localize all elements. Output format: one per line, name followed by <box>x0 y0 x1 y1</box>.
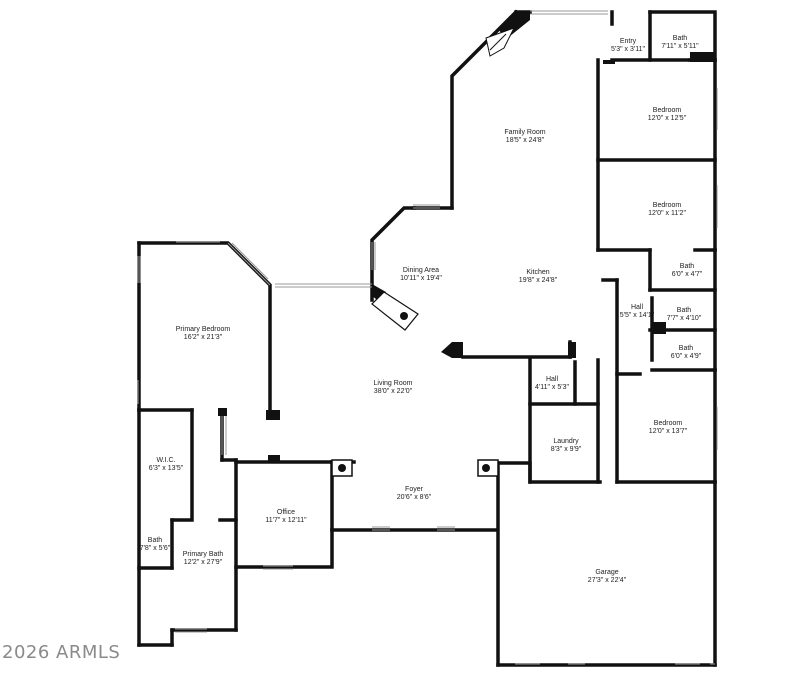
room-hall-2-name: Hall <box>631 304 644 311</box>
room-primary-bedroom-name: Primary Bedroom <box>176 326 231 333</box>
room-primary-bedroom-dims: 16'2" x 21'3" <box>184 334 223 341</box>
room-bedroom-1-name: Bedroom <box>653 107 682 114</box>
room-bath-2: Bath 6'0" x 4'7" <box>672 263 703 278</box>
room-living-room-name: Living Room <box>374 380 413 387</box>
room-dining-area-name: Dining Area <box>403 267 439 274</box>
fixtures <box>218 12 715 477</box>
room-primary-bedroom: Primary Bedroom 16'2" x 21'3" <box>176 326 231 341</box>
room-bath-3-dims: 7'7" x 4'10" <box>667 315 702 322</box>
room-wic: W.I.C. 6'3" x 13'5" <box>149 457 184 472</box>
room-primary-bath: Primary Bath 12'2" x 27'9" <box>183 551 224 566</box>
room-bedroom-3-name: Bedroom <box>654 420 683 427</box>
copyright-watermark: 2026 ARMLS <box>2 642 121 663</box>
room-foyer-dims: 20'6" x 8'6" <box>397 494 432 501</box>
room-primary-bath-toilet-dims: 7'8" x 5'6" <box>140 545 171 552</box>
room-hall-1-dims: 4'11" x 5'3" <box>535 384 569 391</box>
room-primary-bath-name: Primary Bath <box>183 551 224 558</box>
room-bedroom-1-dims: 12'0" x 12'5" <box>648 115 687 122</box>
room-hall-1: Hall 4'11" x 5'3" <box>535 376 569 391</box>
room-primary-bath-dims: 12'2" x 27'9" <box>184 559 223 566</box>
room-laundry-dims: 8'3" x 9'9" <box>551 446 582 453</box>
room-family-room-dims: 18'5" x 24'8" <box>506 137 545 144</box>
room-bath-3-name: Bath <box>677 307 692 314</box>
room-entry-dims: 5'3" x 3'11" <box>611 46 645 53</box>
walls <box>137 9 717 667</box>
room-bath-4-dims: 6'0" x 4'9" <box>671 353 702 360</box>
room-foyer-name: Foyer <box>405 486 424 493</box>
room-living-room-dims: 38'0" x 22'0" <box>374 388 413 395</box>
room-dining-area-dims: 10'11" x 19'4" <box>400 275 442 282</box>
room-foyer: Foyer 20'6" x 8'6" <box>397 486 432 501</box>
room-laundry: Laundry 8'3" x 9'9" <box>551 438 582 453</box>
room-bedroom-3-dims: 12'0" x 13'7" <box>649 428 688 435</box>
room-office-dims: 11'7" x 12'11" <box>265 517 307 524</box>
room-kitchen: Kitchen 19'8" x 24'8" <box>519 269 558 284</box>
room-family-room: Family Room 18'5" x 24'8" <box>504 129 545 144</box>
room-kitchen-name: Kitchen <box>526 269 549 276</box>
room-bath-3: Bath 7'7" x 4'10" <box>667 307 702 322</box>
room-entry-bath-name: Bath <box>673 35 688 42</box>
room-wic-dims: 6'3" x 13'5" <box>149 465 184 472</box>
room-bath-4: Bath 6'0" x 4'9" <box>671 345 702 360</box>
room-laundry-name: Laundry <box>553 438 579 445</box>
room-kitchen-dims: 19'8" x 24'8" <box>519 277 558 284</box>
room-primary-bath-toilet-name: Bath <box>148 537 163 544</box>
room-bath-2-dims: 6'0" x 4'7" <box>672 271 703 278</box>
room-bedroom-1: Bedroom 12'0" x 12'5" <box>648 107 687 122</box>
room-entry-name: Entry <box>620 38 637 45</box>
room-office-name: Office <box>277 509 295 516</box>
room-dining-area: Dining Area 10'11" x 19'4" <box>400 267 442 282</box>
room-garage: Garage 27'3" x 22'4" <box>588 569 627 584</box>
room-living-room: Living Room 38'0" x 22'0" <box>374 380 413 395</box>
room-bath-4-name: Bath <box>679 345 694 352</box>
room-entry-bath-dims: 7'11" x 5'11" <box>661 43 699 50</box>
room-primary-bath-toilet: Bath 7'8" x 5'6" <box>140 537 171 552</box>
room-bath-2-name: Bath <box>680 263 695 270</box>
room-garage-dims: 27'3" x 22'4" <box>588 577 627 584</box>
room-bedroom-3: Bedroom 12'0" x 13'7" <box>649 420 688 435</box>
room-entry: Entry 5'3" x 3'11" <box>611 38 645 53</box>
room-bedroom-2: Bedroom 12'0" x 11'2" <box>648 202 686 217</box>
room-bedroom-2-name: Bedroom <box>653 202 682 209</box>
room-hall-2-dims: 5'5" x 14'1" <box>620 312 655 319</box>
room-wic-name: W.I.C. <box>156 457 175 464</box>
room-labels: Entry 5'3" x 3'11" Bath 7'11" x 5'11" Be… <box>140 35 703 584</box>
room-garage-name: Garage <box>595 569 618 576</box>
room-family-room-name: Family Room <box>504 129 545 136</box>
room-bedroom-2-dims: 12'0" x 11'2" <box>648 210 686 217</box>
room-hall-1-name: Hall <box>546 376 559 383</box>
room-entry-bath: Bath 7'11" x 5'11" <box>661 35 699 50</box>
room-hall-2: Hall 5'5" x 14'1" <box>620 304 655 319</box>
room-office: Office 11'7" x 12'11" <box>265 509 307 524</box>
windows <box>137 10 718 665</box>
